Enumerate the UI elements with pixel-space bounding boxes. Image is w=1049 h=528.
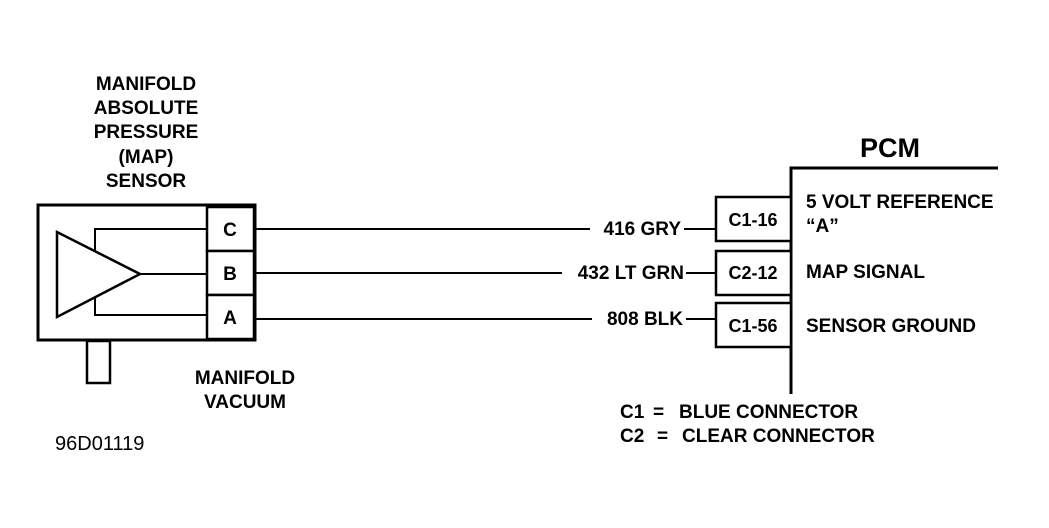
wires: 416 GRY 432 LT GRN 808 BLK [255, 219, 716, 330]
pin-box-c [205, 205, 256, 253]
sensor-title: MANIFOLD ABSOLUTE PRESSURE (MAP) SENSOR [94, 74, 199, 192]
connector-label-c1-56: C1-56 [728, 316, 777, 336]
signal-5v-reference-a: “A” [806, 216, 839, 237]
connector-box-c2-12 [714, 249, 793, 297]
connector-label-c1-16: C1-16 [728, 210, 777, 230]
connector-legend: C1 = BLUE CONNECTOR C2 = CLEAR CONNECTOR [620, 402, 875, 447]
vacuum-label-line-1: MANIFOLD [195, 368, 295, 389]
legend-eq-c2: = [657, 426, 668, 447]
sensor-title-line-5: SENSOR [106, 171, 187, 192]
legend-text-blue: BLUE CONNECTOR [679, 402, 858, 423]
pin-box-b [205, 249, 256, 297]
pin-box-a [205, 293, 256, 341]
wire-label-416-gry: 416 GRY [604, 219, 682, 240]
map-sensor: C B A [36, 203, 257, 385]
sensor-title-line-1: MANIFOLD [96, 74, 196, 95]
pin-label-c: C [223, 220, 237, 241]
vacuum-port [85, 339, 112, 385]
connector-label-c2-12: C2-12 [728, 263, 777, 283]
internal-line-c [94, 228, 207, 251]
signal-map-signal: MAP SIGNAL [806, 262, 925, 283]
amplifier-triangle-icon [55, 229, 143, 320]
signal-5v-reference: 5 VOLT REFERENCE [806, 192, 994, 213]
vacuum-label-line-2: VACUUM [204, 392, 286, 413]
internal-line-a [94, 297, 207, 316]
sensor-title-line-3: PRESSURE [94, 122, 199, 143]
pin-label-a: A [223, 308, 237, 329]
wire-label-432-lt-grn: 432 LT GRN [578, 263, 684, 284]
legend-text-clear: CLEAR CONNECTOR [682, 426, 875, 447]
connector-box-c1-56 [714, 301, 793, 349]
pin-label-b: B [223, 264, 237, 285]
wire-label-808-blk: 808 BLK [607, 309, 683, 330]
signal-sensor-ground: SENSOR GROUND [806, 316, 976, 337]
manifold-vacuum-label: MANIFOLD VACUUM [195, 368, 295, 413]
sensor-title-line-4: (MAP) [119, 147, 174, 168]
pcm-title: PCM [860, 133, 920, 163]
legend-code-c2: C2 [620, 426, 644, 447]
figure-id: 96D01119 [55, 433, 144, 455]
pcm: PCM C1-16 C2-12 C1-56 5 VOLT REFERENCE “… [714, 133, 998, 394]
sensor-title-line-2: ABSOLUTE [94, 98, 199, 119]
legend-code-c1: C1 [620, 402, 645, 423]
connector-box-c1-16 [714, 195, 793, 243]
legend-eq-c1: = [653, 402, 664, 423]
